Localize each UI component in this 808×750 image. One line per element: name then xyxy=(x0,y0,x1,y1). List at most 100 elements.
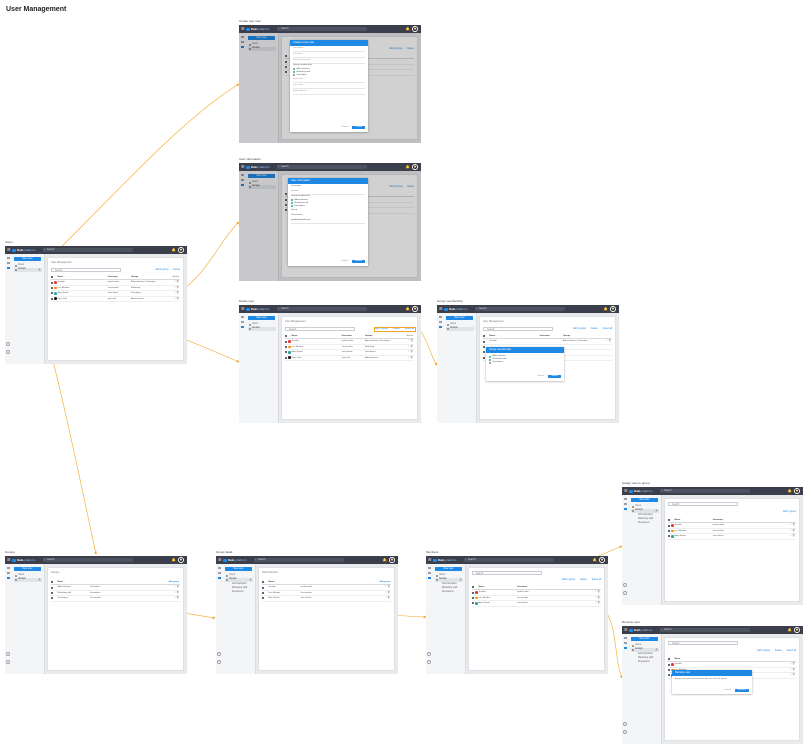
password-field[interactable]: •••••••••• xyxy=(291,189,365,195)
add-group-button[interactable]: Add group xyxy=(168,581,179,583)
avatar[interactable] xyxy=(178,247,184,253)
username-field[interactable]: Username xyxy=(293,46,365,52)
sidebar-subitem[interactable]: Administrators xyxy=(638,653,653,655)
sidebar-item-groups[interactable]: Groups xyxy=(248,185,276,189)
sidebar-subitem[interactable]: Developers xyxy=(638,661,650,663)
new-user-button[interactable]: New user xyxy=(446,316,473,320)
menu-icon[interactable]: ☰ xyxy=(218,557,222,562)
menu-icon[interactable]: ☰ xyxy=(7,557,11,562)
avatar[interactable] xyxy=(610,306,616,312)
help-icon[interactable] xyxy=(6,342,10,346)
bell-icon[interactable]: 🔔 xyxy=(405,165,410,169)
bell-icon[interactable]: 🔔 xyxy=(382,558,387,562)
group-option[interactable]: Administrators xyxy=(293,68,365,71)
settings-icon[interactable] xyxy=(623,730,627,734)
member-search-input[interactable]: Search xyxy=(668,502,738,506)
global-search-input[interactable]: ⌕Search xyxy=(43,248,133,252)
user-search-input[interactable]: Search xyxy=(483,327,553,331)
first-name-field[interactable]: First name xyxy=(293,77,365,83)
sidebar-subitem[interactable]: Administrators xyxy=(232,583,247,585)
group-option[interactable]: Marketing staff xyxy=(293,71,365,74)
sidebar-subitem[interactable]: Administrators xyxy=(442,583,457,585)
bell-icon[interactable]: 🔔 xyxy=(171,248,176,252)
global-search-input[interactable]: ⌕Search xyxy=(277,307,367,311)
group-option[interactable]: Administrators xyxy=(489,355,561,358)
last-name-field[interactable]: Last name xyxy=(293,83,365,89)
sidebar-subitem[interactable]: Developers xyxy=(232,591,244,593)
avatar[interactable] xyxy=(178,557,184,563)
bell-icon[interactable]: 🔔 xyxy=(171,558,176,562)
sidebar-subitem[interactable]: Developers xyxy=(638,522,650,524)
new-user-button[interactable]: New user xyxy=(225,567,252,571)
avatar[interactable] xyxy=(412,164,418,170)
avatar[interactable] xyxy=(599,557,605,563)
sidebar-item-users[interactable]: Users xyxy=(225,574,253,578)
bell-icon[interactable]: 🔔 xyxy=(787,489,792,493)
menu-icon[interactable]: ☰ xyxy=(428,557,432,562)
settings-icon[interactable] xyxy=(623,591,627,595)
help-icon[interactable] xyxy=(6,652,10,656)
new-user-button[interactable]: New user xyxy=(14,257,41,261)
update-button[interactable]: Update xyxy=(351,259,365,263)
sidebar-item-users[interactable]: Users xyxy=(248,323,276,327)
new-user-button[interactable]: New user xyxy=(248,316,275,320)
sidebar-item-users[interactable]: Users xyxy=(631,505,659,509)
menu-icon[interactable]: ☰ xyxy=(241,306,245,311)
sidebar-item-users[interactable]: Users xyxy=(248,43,276,47)
global-search-input[interactable]: ⌕Search xyxy=(660,628,750,632)
settings-icon[interactable] xyxy=(217,660,221,664)
bell-icon[interactable]: 🔔 xyxy=(787,628,792,632)
menu-icon[interactable]: ☰ xyxy=(7,247,11,252)
email-field[interactable]: Email address xyxy=(293,89,365,95)
bell-icon[interactable]: 🔔 xyxy=(405,307,410,311)
new-user-button[interactable]: New user xyxy=(631,498,658,502)
sidebar-subitem[interactable]: Developers xyxy=(442,591,454,593)
sidebar-subitem[interactable]: Administrators xyxy=(638,514,653,516)
sidebar-subitem[interactable]: Marketing staff xyxy=(442,587,458,589)
global-search-input[interactable]: ⌕Search xyxy=(277,165,367,169)
menu-icon[interactable]: ☰ xyxy=(624,627,628,632)
global-search-input[interactable]: ⌕Search xyxy=(464,558,554,562)
menu-icon[interactable]: ☰ xyxy=(241,164,245,169)
help-icon[interactable] xyxy=(217,652,221,656)
help-icon[interactable] xyxy=(623,722,627,726)
email-field[interactable]: jennifer@email.com xyxy=(291,218,365,224)
table-row[interactable]: Jennifer✎ 🗑 xyxy=(668,662,796,668)
new-user-button[interactable]: New user xyxy=(248,36,275,40)
group-option[interactable]: Marketing staff xyxy=(291,202,365,205)
help-icon[interactable] xyxy=(623,583,627,587)
global-search-input[interactable]: ⌕Search xyxy=(277,27,367,31)
cancel-button[interactable]: Cancel xyxy=(724,689,731,692)
group-option[interactable]: Developers xyxy=(489,361,561,364)
cancel-button[interactable]: Cancel xyxy=(341,260,348,263)
avatar[interactable] xyxy=(412,26,418,32)
sidebar-subitem[interactable]: Marketing staff xyxy=(638,518,654,520)
sidebar-subitem[interactable]: Marketing staff xyxy=(232,587,248,589)
sidebar-item-groups[interactable]: Groups xyxy=(248,327,276,331)
group-option[interactable]: Administrators xyxy=(291,199,365,202)
sidebar-item-groups[interactable]: Groups xyxy=(446,327,474,331)
avatar[interactable] xyxy=(794,627,800,633)
